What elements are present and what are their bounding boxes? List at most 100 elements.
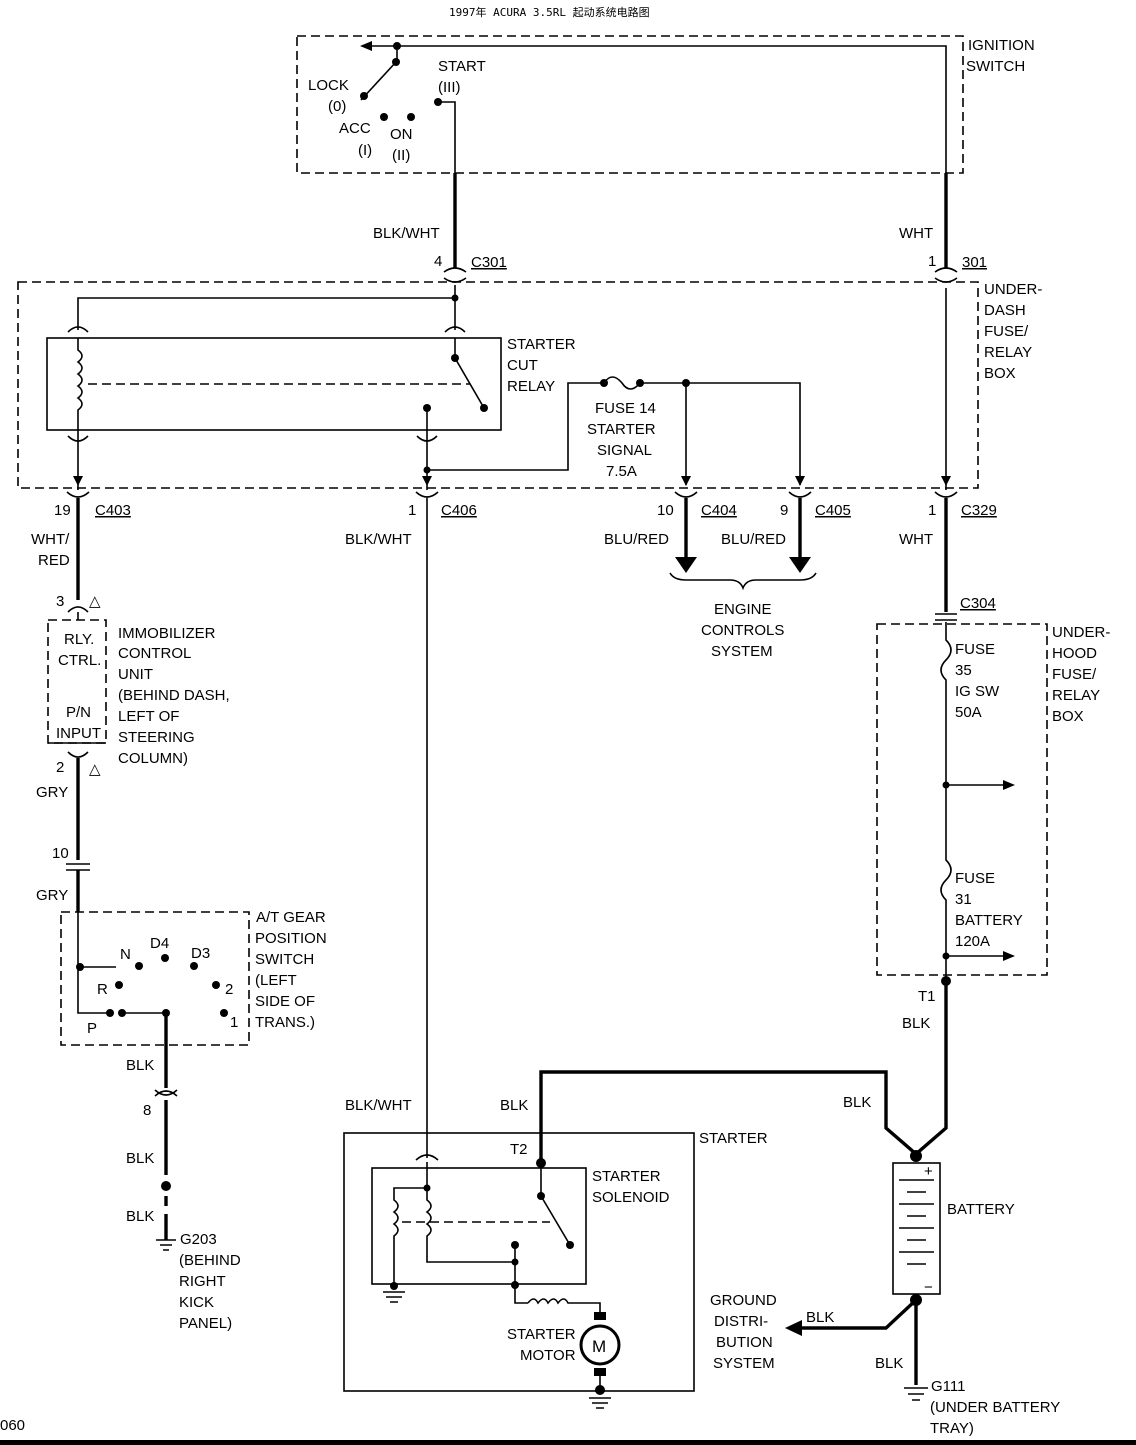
svg-text:INPUT: INPUT xyxy=(56,725,101,742)
svg-text:BLK: BLK xyxy=(843,1094,871,1111)
svg-text:SOLENOID: SOLENOID xyxy=(592,1189,670,1206)
svg-text:31: 31 xyxy=(955,891,972,908)
svg-text:+: + xyxy=(924,1163,933,1180)
svg-text:2: 2 xyxy=(225,981,233,998)
gear-position-switch xyxy=(60,911,250,1046)
svg-text:START: START xyxy=(438,58,486,75)
svg-text:FUSE 14: FUSE 14 xyxy=(595,400,656,417)
svg-text:BLK: BLK xyxy=(500,1097,528,1114)
svg-text:WHT: WHT xyxy=(899,531,933,548)
ground-icon xyxy=(156,1239,176,1251)
svg-text:BLK/WHT: BLK/WHT xyxy=(373,225,440,242)
svg-text:SIDE OF: SIDE OF xyxy=(255,993,315,1010)
brace xyxy=(669,572,817,591)
svg-text:BATTERY: BATTERY xyxy=(955,912,1023,929)
svg-text:T1: T1 xyxy=(918,988,936,1005)
svg-text:D4: D4 xyxy=(150,935,169,952)
connector-c404: C404 xyxy=(701,502,737,519)
svg-text:(III): (III) xyxy=(438,79,461,96)
svg-text:SYSTEM: SYSTEM xyxy=(711,643,773,660)
svg-text:SYSTEM: SYSTEM xyxy=(713,1355,775,1372)
connector-c405: C405 xyxy=(815,502,851,519)
svg-text:(I): (I) xyxy=(358,142,372,159)
figure-number: 060 xyxy=(0,1417,25,1434)
svg-text:STARTER: STARTER xyxy=(699,1130,768,1147)
svg-text:FUSE/: FUSE/ xyxy=(984,323,1029,340)
svg-text:(II): (II) xyxy=(392,147,410,164)
svg-text:GROUND: GROUND xyxy=(710,1292,777,1309)
svg-text:△: △ xyxy=(89,593,101,610)
hold-coil xyxy=(392,1187,427,1288)
svg-text:RELAY: RELAY xyxy=(984,344,1032,361)
svg-text:△: △ xyxy=(89,761,101,778)
svg-text:COLUMN): COLUMN) xyxy=(118,750,188,767)
motor-icon xyxy=(579,1324,621,1366)
underdash-box xyxy=(17,281,979,489)
svg-text:BATTERY: BATTERY xyxy=(947,1201,1015,1218)
ignition-label: IGNITION xyxy=(968,37,1035,54)
svg-text:G203: G203 xyxy=(180,1231,217,1248)
svg-text:WHT/: WHT/ xyxy=(31,531,70,548)
arrow-left-icon xyxy=(360,41,372,51)
fuse-35-and-31 xyxy=(940,622,952,980)
svg-text:A/T GEAR: A/T GEAR xyxy=(256,909,326,926)
svg-text:RELAY: RELAY xyxy=(1052,687,1100,704)
starter-solenoid xyxy=(371,1167,587,1285)
field-coil xyxy=(527,1298,601,1316)
svg-text:10: 10 xyxy=(657,502,674,519)
svg-text:M: M xyxy=(592,1337,606,1356)
battery-symbol xyxy=(892,1162,941,1295)
svg-text:P/N: P/N xyxy=(66,704,91,721)
ground-icon xyxy=(383,1291,405,1303)
svg-text:7.5A: 7.5A xyxy=(606,463,637,480)
svg-text:TRANS.): TRANS.) xyxy=(255,1014,315,1031)
svg-text:STARTER: STARTER xyxy=(507,1326,576,1343)
svg-text:CUT: CUT xyxy=(507,357,538,374)
svg-text:BLK/WHT: BLK/WHT xyxy=(345,1097,412,1114)
svg-text:BUTION: BUTION xyxy=(716,1334,773,1351)
svg-text:50A: 50A xyxy=(955,704,982,721)
svg-text:4: 4 xyxy=(434,253,442,270)
main-battery-cable xyxy=(539,981,948,1162)
svg-text:(BEHIND DASH,: (BEHIND DASH, xyxy=(118,687,230,704)
ground-icon xyxy=(904,1387,928,1401)
connector-c304: C304 xyxy=(960,595,996,612)
svg-text:CONTROLS: CONTROLS xyxy=(701,622,784,639)
arrow-down-icon xyxy=(789,557,811,573)
connector-symbol xyxy=(443,267,467,283)
svg-text:120A: 120A xyxy=(955,933,990,950)
svg-text:BOX: BOX xyxy=(1052,708,1084,725)
svg-text:ON: ON xyxy=(390,126,413,143)
svg-text:TRAY): TRAY) xyxy=(930,1420,974,1437)
svg-text:STARTER: STARTER xyxy=(587,421,656,438)
svg-text:IG SW: IG SW xyxy=(955,683,1000,700)
svg-text:BLU/RED: BLU/RED xyxy=(721,531,786,548)
svg-text:GRY: GRY xyxy=(36,887,68,904)
svg-text:IMMOBILIZER: IMMOBILIZER xyxy=(118,625,216,642)
svg-text:(0): (0) xyxy=(328,98,346,115)
underhood-box xyxy=(876,623,1048,976)
starter-box xyxy=(343,1132,695,1392)
svg-text:HOOD: HOOD xyxy=(1052,645,1097,662)
svg-text:1: 1 xyxy=(230,1014,238,1031)
svg-text:CONTROL: CONTROL xyxy=(118,645,191,662)
svg-text:SWITCH: SWITCH xyxy=(255,951,314,968)
svg-text:(BEHIND: (BEHIND xyxy=(179,1252,241,1269)
svg-text:LOCK: LOCK xyxy=(308,77,349,94)
svg-text:2: 2 xyxy=(56,759,64,776)
relay-coil xyxy=(76,338,83,430)
svg-text:D3: D3 xyxy=(191,945,210,962)
svg-text:BLK/WHT: BLK/WHT xyxy=(345,531,412,548)
svg-text:10: 10 xyxy=(52,845,69,862)
starter-cut-relay xyxy=(46,337,502,431)
svg-text:GRY: GRY xyxy=(36,784,68,801)
arrow-right-icon xyxy=(1003,780,1015,790)
svg-text:(UNDER BATTERY: (UNDER BATTERY xyxy=(930,1399,1060,1416)
pull-coil xyxy=(425,1188,516,1263)
svg-text:WHT: WHT xyxy=(899,225,933,242)
svg-text:1: 1 xyxy=(928,253,936,270)
svg-text:301: 301 xyxy=(962,254,987,271)
svg-text:35: 35 xyxy=(955,662,972,679)
svg-text:BLK: BLK xyxy=(126,1057,154,1074)
